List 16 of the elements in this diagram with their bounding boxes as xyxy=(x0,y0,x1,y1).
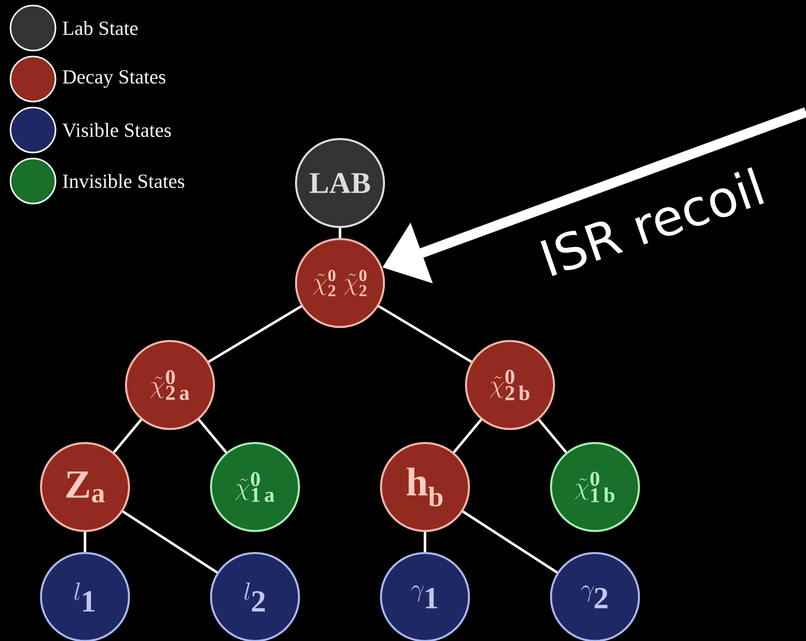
connector-line xyxy=(122,510,218,574)
legend-label: Decay States xyxy=(62,70,166,88)
connector-line xyxy=(338,228,342,238)
legend-label: Lab State xyxy=(62,20,138,36)
connector-line xyxy=(112,418,142,454)
connector-line xyxy=(198,418,228,454)
edge-label: ISR recoil xyxy=(540,167,764,276)
connector-line xyxy=(378,305,472,363)
connector-line xyxy=(462,510,558,574)
connector-line xyxy=(208,305,302,363)
connector-line xyxy=(424,532,426,552)
connector-line xyxy=(452,418,482,454)
connector-line xyxy=(84,532,86,552)
legend-label: Visible States xyxy=(62,122,171,138)
connector-line xyxy=(538,418,568,454)
legend-label: Invisible States xyxy=(62,174,184,188)
